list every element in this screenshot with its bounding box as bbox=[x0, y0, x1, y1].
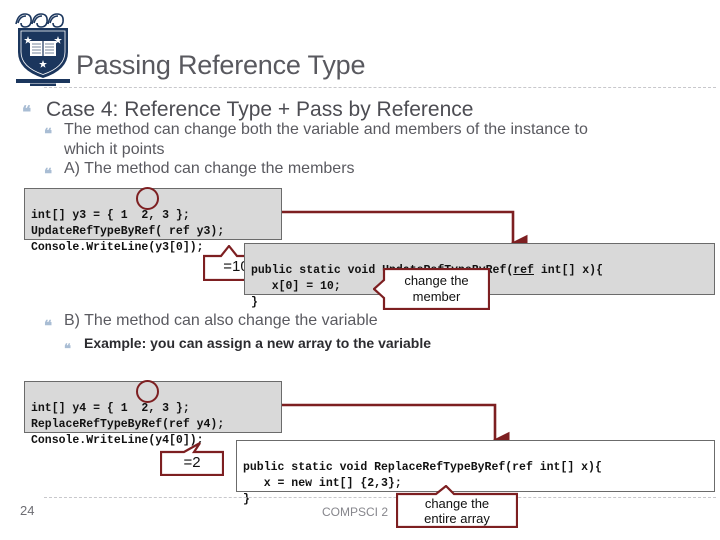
callout-change-member-line2: member bbox=[412, 289, 461, 304]
university-of-auckland-crest-logo bbox=[10, 8, 76, 86]
highlight-circle-y3-first-element bbox=[136, 187, 159, 210]
code-line-2: x[0] = 10; bbox=[251, 280, 341, 293]
bullet-level3-example: Example: you can assign a new array to t… bbox=[84, 335, 432, 351]
code-line-1: public static void ReplaceRefTypeByRef(r… bbox=[243, 461, 602, 474]
code-line-1c: int[] x){ bbox=[533, 264, 603, 277]
footer-course-label: COMPSCI 2 bbox=[322, 505, 389, 519]
code-line-1-post: 2, 3 }; bbox=[127, 402, 190, 415]
callout-result-2-text: =2 bbox=[183, 454, 201, 471]
code-line-1-pre: int[] y4 = { bbox=[31, 402, 121, 415]
bullet-level1-case4: Case 4: Reference Type + Pass by Referen… bbox=[46, 98, 474, 121]
code-line-2: UpdateRefTypeByRef( ref y3); bbox=[31, 225, 225, 238]
bullet-marker-level1: ❝ bbox=[22, 103, 32, 122]
footer-divider bbox=[44, 497, 716, 498]
code-line-1-pre: int[] y3 = { bbox=[31, 209, 121, 222]
bullet-marker-level3: ❝ bbox=[64, 341, 71, 356]
code-keyword-ref: ref bbox=[513, 264, 534, 277]
bullet-level2-method-can-change: The method can change both the variable … bbox=[64, 121, 588, 158]
code-line-3: Console.WriteLine(y3[0]); bbox=[31, 241, 204, 254]
code-line-1-post: 2, 3 }; bbox=[127, 209, 190, 222]
callout-result-2-wrapper: =2 bbox=[160, 442, 224, 476]
bullet-marker-level2-c: ❝ bbox=[44, 319, 53, 335]
title-divider bbox=[44, 87, 716, 88]
code-line-2: x = new int[] {2,3}; bbox=[243, 477, 402, 490]
callout-change-entire-array-wrapper: change the entire array bbox=[396, 485, 518, 528]
highlight-circle-y4-first-element bbox=[136, 380, 159, 403]
slide-number: 24 bbox=[20, 503, 35, 518]
bullet-level2-b-change-variable: B) The method can also change the variab… bbox=[64, 312, 378, 329]
callout-change-member-line1: change the bbox=[404, 273, 469, 288]
code-block-method-replace: public static void ReplaceRefTypeByRef(r… bbox=[236, 440, 715, 506]
code-line-1-circled-value: 1 bbox=[120, 402, 128, 415]
bullet-level2-a-change-members: A) The method can change the members bbox=[64, 160, 355, 177]
code-line-2: ReplaceRefTypeByRef(ref y4); bbox=[31, 418, 225, 431]
callout-change-entire-array-line2: entire array bbox=[424, 511, 490, 526]
callout-result-10-text: =10 bbox=[223, 258, 249, 275]
code-line-3: } bbox=[243, 493, 250, 506]
code-line-3: Console.WriteLine(y4[0]); bbox=[31, 434, 204, 447]
bullet-marker-level2-a: ❝ bbox=[44, 127, 53, 143]
callout-change-entire-array-line1: change the bbox=[424, 496, 490, 511]
callout-change-member-wrapper: change the member bbox=[373, 268, 490, 310]
code-line-1-circled-value: 1 bbox=[120, 209, 128, 222]
code-line-3: } bbox=[251, 296, 258, 309]
bullet-marker-level2-b: ❝ bbox=[44, 167, 53, 183]
page-title: Passing Reference Type bbox=[76, 50, 366, 80]
